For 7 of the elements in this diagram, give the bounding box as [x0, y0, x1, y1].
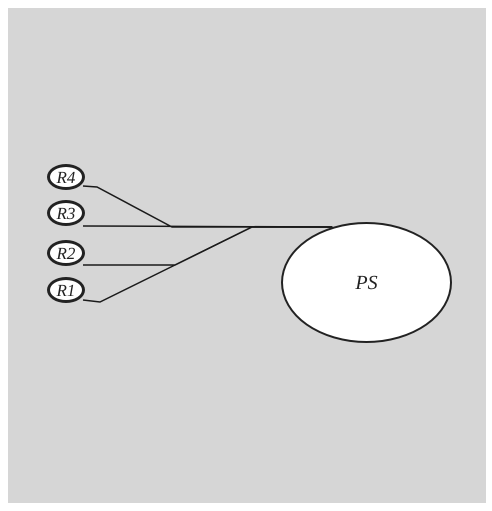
node-label: R2 [56, 244, 76, 262]
connector-line [83, 225, 332, 228]
node-label: R4 [56, 168, 76, 186]
node-label: R1 [56, 282, 76, 298]
connector-line [82, 226, 332, 303]
node-label: R3 [56, 204, 76, 222]
node-label: PS [355, 272, 378, 292]
